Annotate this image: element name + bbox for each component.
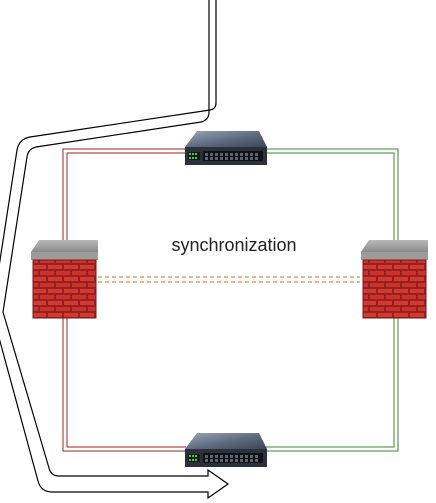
switch-bottom (185, 433, 267, 467)
firewall-right (361, 240, 428, 319)
synchronization-label: synchronization (171, 235, 296, 255)
traffic-flow-arrow (0, 0, 230, 500)
sync-link (98, 276, 360, 283)
switch-top (185, 131, 267, 165)
firewall-left (31, 240, 98, 319)
